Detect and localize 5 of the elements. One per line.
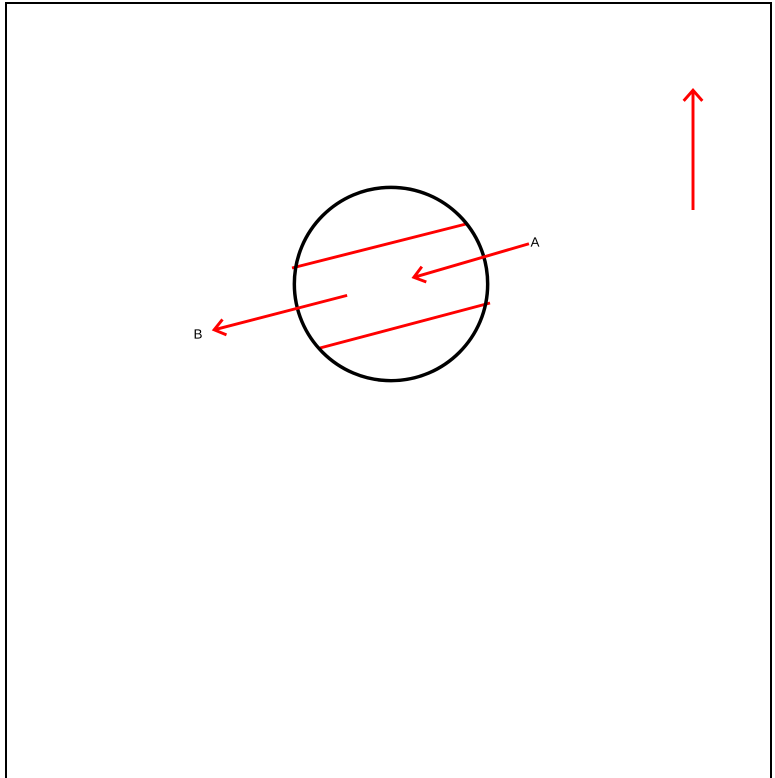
point-label: B xyxy=(194,329,202,339)
point-label: A xyxy=(530,237,540,247)
arrow xyxy=(411,242,530,284)
arrow xyxy=(212,294,348,336)
circle xyxy=(292,186,490,382)
